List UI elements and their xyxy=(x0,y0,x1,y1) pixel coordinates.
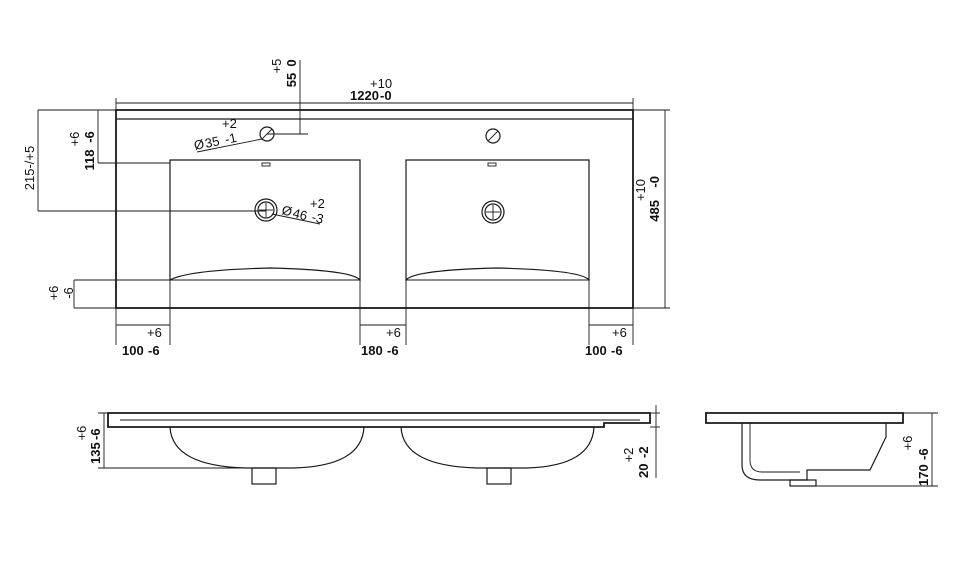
bowl-top-tol-lower: -6 xyxy=(82,131,97,143)
front-left-drain xyxy=(251,467,277,485)
depth-value: 485 xyxy=(647,200,662,222)
right-tap-hole-icon xyxy=(485,128,501,144)
left-overflow-icon xyxy=(261,162,271,167)
drain-diameter-tol-lower: -3 xyxy=(310,209,325,226)
front-left-bowl xyxy=(169,426,365,469)
tap-offset-tol-upper: +5 xyxy=(269,59,284,74)
gap-middle-value: 180 xyxy=(361,343,383,358)
bowl-top-value: 118 xyxy=(82,150,97,171)
top-view: +10 1220 -0 +10 485 -0 +5 55 0 +2 Ø 35 -… xyxy=(22,59,670,358)
tap-diameter-value: 35 xyxy=(204,133,221,151)
drain-diameter-tol-upper: +2 xyxy=(310,196,325,211)
bowl-bottom-tol-upper: +6 xyxy=(46,286,61,301)
countertop-outline xyxy=(115,109,634,309)
side-height-value: 170 xyxy=(916,464,931,486)
side-bowl-inner xyxy=(749,423,800,473)
front-slab-tol-upper: +2 xyxy=(621,448,636,463)
drain-diameter-leader xyxy=(271,213,321,225)
edge-left-value: 100 xyxy=(122,343,144,358)
right-bowl-outline xyxy=(405,159,590,282)
bowl-depth-value: 215-/+5 xyxy=(22,146,37,190)
front-slab-value: 20 xyxy=(636,464,651,478)
bowl-bottom-tol-lower: -6 xyxy=(61,287,76,299)
tap-diameter-tol-upper: +2 xyxy=(222,116,237,131)
side-height-tol-upper: +6 xyxy=(900,436,915,451)
width-tol-upper: +10 xyxy=(370,76,392,91)
width-value: 1220 xyxy=(350,88,379,103)
front-height-tol-upper: +6 xyxy=(74,426,89,441)
front-right-drain xyxy=(486,467,512,485)
tap-diameter-symbol: Ø xyxy=(193,136,206,153)
left-bowl-outline xyxy=(169,159,361,282)
tap-offset-tol-lower: 0 xyxy=(284,59,299,66)
gap-middle-tol-upper: +6 xyxy=(386,325,401,340)
edge-left-tol-upper: +6 xyxy=(147,325,162,340)
bowl-top-tol-upper: +6 xyxy=(67,132,82,147)
depth-tol-lower: -0 xyxy=(647,176,662,188)
side-height-tol-lower: -6 xyxy=(916,448,931,460)
side-drain xyxy=(789,479,817,487)
front-height-value: 135 xyxy=(88,442,103,464)
side-bowl-outline xyxy=(741,423,887,481)
edge-right-tol-upper: +6 xyxy=(612,325,627,340)
front-height-tol-lower: -6 xyxy=(88,428,103,440)
front-right-bowl xyxy=(400,426,595,469)
front-slab-tol-lower: -2 xyxy=(636,446,651,458)
right-drain-icon xyxy=(481,200,505,224)
left-drain-icon xyxy=(254,198,278,222)
tap-diameter-leader xyxy=(196,138,263,153)
tap-diameter-tol-lower: -1 xyxy=(224,130,238,147)
tap-offset-value: 55 xyxy=(284,73,299,87)
edge-right-tol-lower: -6 xyxy=(611,343,623,358)
right-overflow-icon xyxy=(487,162,497,167)
front-view: +6 135 -6 +2 20 -2 xyxy=(74,405,660,485)
width-tol-lower: -0 xyxy=(380,88,392,103)
side-slab-outline xyxy=(705,412,904,424)
edge-right-value: 100 xyxy=(585,343,607,358)
drain-diameter-symbol: Ø xyxy=(280,202,293,219)
depth-tol-upper: +10 xyxy=(633,179,648,201)
edge-left-tol-lower: -6 xyxy=(148,343,160,358)
side-view: +6 170 -6 xyxy=(705,412,938,487)
drain-diameter-value: 46 xyxy=(291,205,309,223)
gap-middle-tol-lower: -6 xyxy=(387,343,399,358)
